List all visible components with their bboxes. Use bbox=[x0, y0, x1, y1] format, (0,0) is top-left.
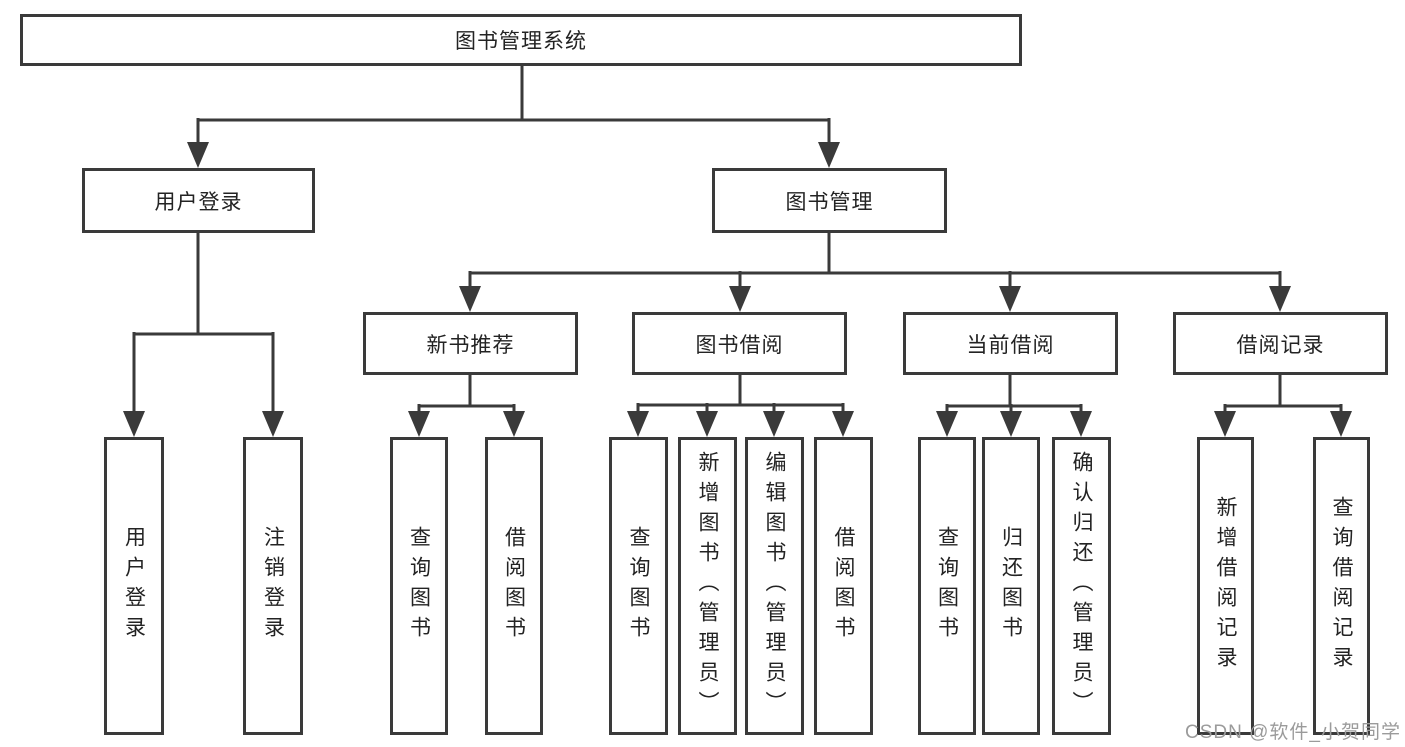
leaf-user-login: 用户登录 bbox=[104, 437, 164, 735]
leaf-return-book: 归还图书 bbox=[982, 437, 1040, 735]
leaf-label: 确认归还（管理员） bbox=[1070, 451, 1093, 721]
csdn-watermark: CSDN @软件_小贺同学 bbox=[1185, 722, 1401, 743]
leaf-label: 编辑图书（管理员） bbox=[763, 451, 786, 721]
node-borrow-records: 借阅记录 bbox=[1173, 312, 1388, 375]
leaf-label: 借阅图书 bbox=[832, 526, 855, 646]
leaf-confirm-return-admin: 确认归还（管理员） bbox=[1052, 437, 1111, 735]
leaf-label: 查询图书 bbox=[407, 526, 431, 646]
leaf-logout: 注销登录 bbox=[243, 437, 303, 735]
leaf-label: 新增图书（管理员） bbox=[696, 451, 719, 721]
leaf-label: 查询图书 bbox=[627, 526, 650, 646]
leaf-label: 用户登录 bbox=[122, 526, 146, 646]
leaf-label: 新增借阅记录 bbox=[1214, 496, 1237, 676]
node-current-borrowing: 当前借阅 bbox=[903, 312, 1118, 375]
node-label: 图书借阅 bbox=[695, 333, 784, 357]
leaf-query-borrow-record: 查询借阅记录 bbox=[1313, 437, 1370, 735]
node-book-management: 图书管理 bbox=[712, 168, 947, 233]
node-label: 用户登录 bbox=[154, 190, 243, 214]
leaf-label: 借阅图书 bbox=[502, 526, 526, 646]
leaf-add-borrow-record: 新增借阅记录 bbox=[1197, 437, 1254, 735]
node-library-system: 图书管理系统 bbox=[20, 14, 1022, 66]
leaf-label: 查询借阅记录 bbox=[1330, 496, 1353, 676]
leaf-add-book-admin: 新增图书（管理员） bbox=[678, 437, 737, 735]
node-label: 新书推荐 bbox=[426, 333, 515, 357]
leaf-borrow-books-recommend: 借阅图书 bbox=[485, 437, 543, 735]
node-label: 借阅记录 bbox=[1236, 333, 1325, 357]
leaf-label: 查询图书 bbox=[935, 526, 959, 646]
node-label: 图书管理系统 bbox=[455, 30, 587, 53]
leaf-label: 注销登录 bbox=[261, 526, 285, 646]
leaf-query-books-current: 查询图书 bbox=[918, 437, 976, 735]
node-label: 图书管理 bbox=[785, 190, 874, 214]
leaf-borrow-book: 借阅图书 bbox=[814, 437, 873, 735]
node-label: 当前借阅 bbox=[966, 333, 1055, 357]
leaf-edit-book-admin: 编辑图书（管理员） bbox=[745, 437, 804, 735]
leaf-query-books-recommend: 查询图书 bbox=[390, 437, 448, 735]
leaf-query-books-borrowing: 查询图书 bbox=[609, 437, 668, 735]
node-new-book-recommend: 新书推荐 bbox=[363, 312, 578, 375]
leaf-label: 归还图书 bbox=[999, 526, 1023, 646]
node-book-borrowing: 图书借阅 bbox=[632, 312, 847, 375]
node-user-login: 用户登录 bbox=[82, 168, 315, 233]
